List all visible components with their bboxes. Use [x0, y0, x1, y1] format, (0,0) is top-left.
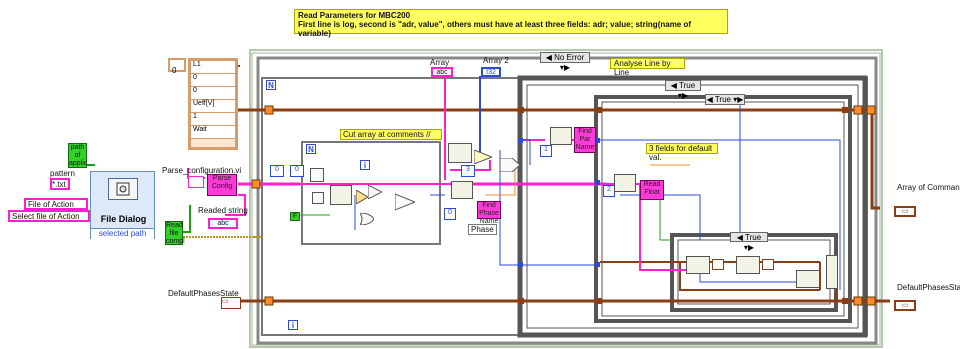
array-label: Array [430, 58, 449, 67]
case-selector-true-3[interactable]: ◀ True ▾▶ [730, 232, 768, 242]
file-dialog-title: File Dialog [91, 214, 156, 224]
case-selector-true-1[interactable]: ◀ True ▾▶ [665, 80, 701, 91]
file-dialog-node[interactable]: File Dialog selected path [90, 171, 155, 239]
const-three: 3 [461, 165, 475, 177]
selected-path-output[interactable]: selected path [91, 228, 154, 240]
ring-item[interactable]: 0 [191, 87, 235, 100]
default-phases-state-out-indicator: ▭ [894, 300, 916, 311]
match-pattern-node[interactable] [312, 192, 324, 204]
index-array-node-3[interactable] [451, 181, 473, 199]
cluster-const-1 [712, 259, 724, 270]
ring-item[interactable]: L1 [191, 61, 235, 74]
pattern-label: pattern [50, 169, 75, 178]
const-zero: 0 [444, 208, 456, 220]
readed-string-indicator: abc [208, 218, 238, 229]
case-selector-true-2[interactable]: ◀ True ▾▶ [705, 94, 745, 105]
bundle-node-2[interactable] [736, 256, 760, 274]
folder-icon [108, 178, 138, 200]
comparison-icon [356, 190, 368, 204]
file-of-action-input[interactable]: File of Action [24, 198, 88, 210]
cut-loop-count-terminal: N [306, 144, 316, 154]
array-index-display[interactable]: 0 [168, 58, 186, 72]
cut-loop-iteration-terminal: i [360, 160, 370, 170]
cluster-const-2 [762, 259, 774, 270]
bundle-node-3[interactable] [796, 270, 820, 288]
default-phases-state-input[interactable]: ▭ [221, 297, 241, 309]
pattern-input[interactable]: *.txt [50, 178, 70, 190]
compare-equal-icon [474, 150, 492, 164]
header-comment: Read Parameters for MBC200 First line is… [294, 9, 728, 34]
read-float-node[interactable]: Read Float [640, 180, 664, 200]
array-index: 0 [170, 66, 176, 75]
select-icon [395, 192, 415, 212]
string-subset-node[interactable] [310, 168, 324, 182]
parse-config-node[interactable]: Parse Config [207, 174, 237, 196]
select-file-of-action-input[interactable]: Select file of Action [8, 210, 90, 222]
index-array-node-4[interactable] [550, 127, 572, 145]
case-selector-no-error[interactable]: ◀ No Error ▾▶ [540, 52, 590, 63]
array2-indicator: I32 [481, 67, 501, 77]
index-array-node-1[interactable] [330, 185, 352, 205]
ring-item[interactable]: Ueff[V] [191, 100, 235, 113]
analyse-line-comment: Analyse Line by Line [610, 58, 685, 69]
build-cluster-node[interactable] [826, 255, 838, 289]
ring-item[interactable]: 0 [191, 74, 235, 87]
default-phases-state-out-label: DefaultPhasesState Out [897, 283, 957, 292]
for-loop-count-terminal: N [266, 80, 276, 90]
path-of-applic-constant[interactable]: path of applic [68, 143, 87, 168]
or-gate-icon [360, 212, 374, 224]
and-gate-icon [368, 185, 382, 199]
and-node-icon [500, 158, 520, 172]
for-loop-iteration-terminal: i [288, 320, 298, 330]
ring-item[interactable]: Wait [191, 126, 235, 139]
array-indicator: abc [431, 67, 453, 77]
comment-line-2: First line is log, second is "adr, value… [298, 20, 724, 38]
bool-constant-false[interactable]: F [290, 212, 300, 221]
default-val-comment: 3 fields for default val. [646, 143, 718, 154]
index-array-node-2[interactable] [448, 143, 472, 163]
array-of-command-label: Array of Command [897, 183, 957, 192]
const-zero-left-2: 0 [290, 165, 304, 177]
find-par-name-node[interactable]: Find Par Name [574, 127, 596, 153]
array-of-command-indicator: ▭ [894, 206, 916, 217]
phase-label: Phase [468, 224, 497, 235]
string-indicator-small [188, 176, 204, 188]
readed-string-label: Readed string [198, 206, 248, 215]
find-phase-name-node[interactable]: Find Phase Name [477, 201, 501, 219]
cut-array-comment: Cut array at comments // [340, 129, 442, 140]
array2-label: Array 2 [483, 56, 509, 65]
read-file-node[interactable]: Read file compl [165, 221, 183, 245]
ring-item[interactable]: 1 [191, 113, 235, 126]
comment-line-1: Read Parameters for MBC200 [298, 11, 724, 20]
bundle-node-1[interactable] [686, 256, 710, 274]
index-array-node-5[interactable] [614, 174, 636, 192]
const-zero-left: 0 [270, 165, 284, 177]
const-one: 1 [540, 145, 552, 157]
